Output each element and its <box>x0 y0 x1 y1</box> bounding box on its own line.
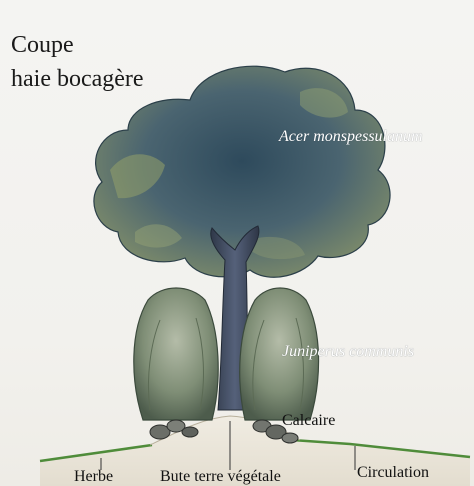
tree-species-label: Acer monspessulanum <box>279 129 423 145</box>
path-label: Circulation <box>357 465 429 481</box>
juniper-shrub-left <box>134 288 218 420</box>
diagram-title-line1: Coupe <box>11 33 74 57</box>
grass-label: Herbe <box>74 469 113 485</box>
limestone-label: Calcaire <box>282 413 335 429</box>
diagram-title-line2: haie bocagère <box>11 67 144 91</box>
shrub-species-label: Juniperus communis <box>282 344 414 360</box>
mound-label: Bute terre végétale <box>160 469 281 485</box>
